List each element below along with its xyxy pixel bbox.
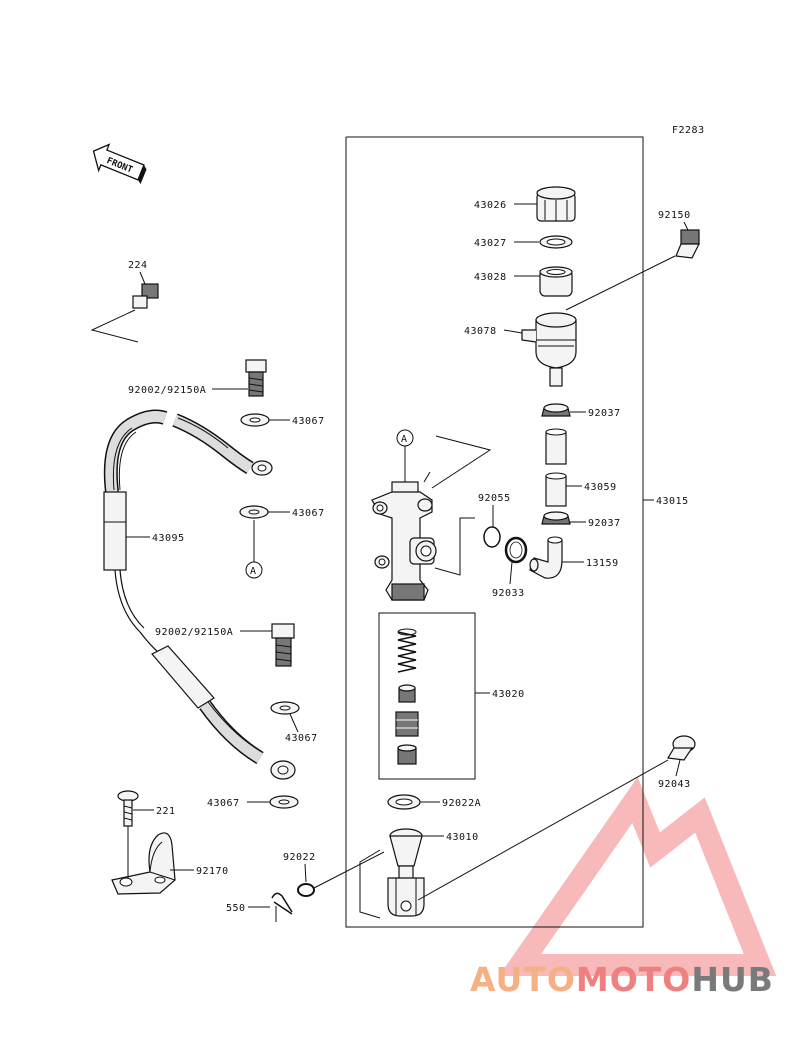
hose-fitting-13159 — [529, 536, 563, 579]
label-43067-a: 43067 — [292, 416, 325, 427]
callout-a-left: A — [250, 566, 257, 577]
assembly-frame — [345, 136, 644, 928]
circlip-92033 — [504, 536, 528, 564]
label-92022: 92022 — [283, 852, 316, 863]
label-43067-d: 43067 — [207, 798, 240, 809]
washer-92022 — [297, 883, 315, 897]
label-550: 550 — [226, 903, 246, 914]
label-43095: 43095 — [152, 533, 185, 544]
callout-a-body: A — [401, 434, 408, 445]
label-92055: 92055 — [478, 493, 511, 504]
piston-kit — [395, 628, 419, 765]
label-43067-c: 43067 — [285, 733, 318, 744]
washer-43067-a — [240, 413, 270, 427]
diaphragm-plate — [539, 235, 573, 249]
label-221: 221 — [156, 806, 176, 817]
label-43059: 43059 — [584, 482, 617, 493]
label-43020: 43020 — [492, 689, 525, 700]
label-92002-lower: 92002/92150A — [155, 627, 233, 638]
label-92043: 92043 — [658, 779, 691, 790]
cotter-pin-550 — [271, 892, 293, 922]
label-92033: 92033 — [492, 588, 525, 599]
watermark-moto: MOTO — [575, 960, 692, 999]
brake-hose — [103, 409, 296, 780]
label-92150: 92150 — [658, 210, 691, 221]
master-cylinder-body — [371, 471, 437, 601]
reservoir-cap — [536, 186, 576, 222]
label-92037-b: 92037 — [588, 518, 621, 529]
washer-43067-b — [239, 505, 269, 519]
watermark-hub: HUB — [691, 960, 774, 999]
label-43015: 43015 — [656, 496, 689, 507]
label-92170: 92170 — [196, 866, 229, 877]
piston-kit-frame — [378, 612, 476, 780]
label-92002-upper: 92002/92150A — [128, 385, 206, 396]
label-43078: 43078 — [464, 326, 497, 337]
label-43028: 43028 — [474, 272, 507, 283]
banjo-bolt-lower — [271, 623, 295, 667]
screw-221 — [117, 790, 139, 827]
screw-224 — [132, 283, 159, 309]
hose-clip-92037-b — [541, 511, 571, 525]
label-43067-b: 43067 — [292, 508, 325, 519]
bolt-92150 — [675, 229, 700, 259]
watermark-triangle-icon — [498, 776, 777, 976]
o-ring-92055 — [483, 526, 501, 548]
hose-clamp-92170 — [111, 832, 176, 895]
watermark-auto: AUTO — [470, 960, 576, 999]
label-43026: 43026 — [474, 200, 507, 211]
reservoir-body — [521, 312, 577, 387]
figure-code: F2283 — [672, 125, 705, 136]
hose-clip-92037-a — [541, 403, 571, 417]
diaphragm — [539, 266, 573, 297]
reservoir-hose-43059 — [545, 428, 567, 507]
washer-43067-c — [270, 701, 300, 715]
label-92037-a: 92037 — [588, 408, 621, 419]
label-92022a: 92022A — [442, 798, 481, 809]
washer-43067-d — [269, 795, 299, 809]
push-rod-43010 — [387, 828, 425, 917]
label-224: 224 — [128, 260, 148, 271]
watermark-logo: AUTOMOTOHUB — [470, 960, 774, 999]
front-arrow-icon: FRONT — [92, 143, 147, 185]
banjo-bolt-upper — [245, 359, 267, 397]
label-43010: 43010 — [446, 832, 479, 843]
label-43027: 43027 — [474, 238, 507, 249]
label-13159: 13159 — [586, 558, 619, 569]
pin-92043 — [667, 735, 696, 761]
boot-ring-92022a — [387, 794, 421, 810]
